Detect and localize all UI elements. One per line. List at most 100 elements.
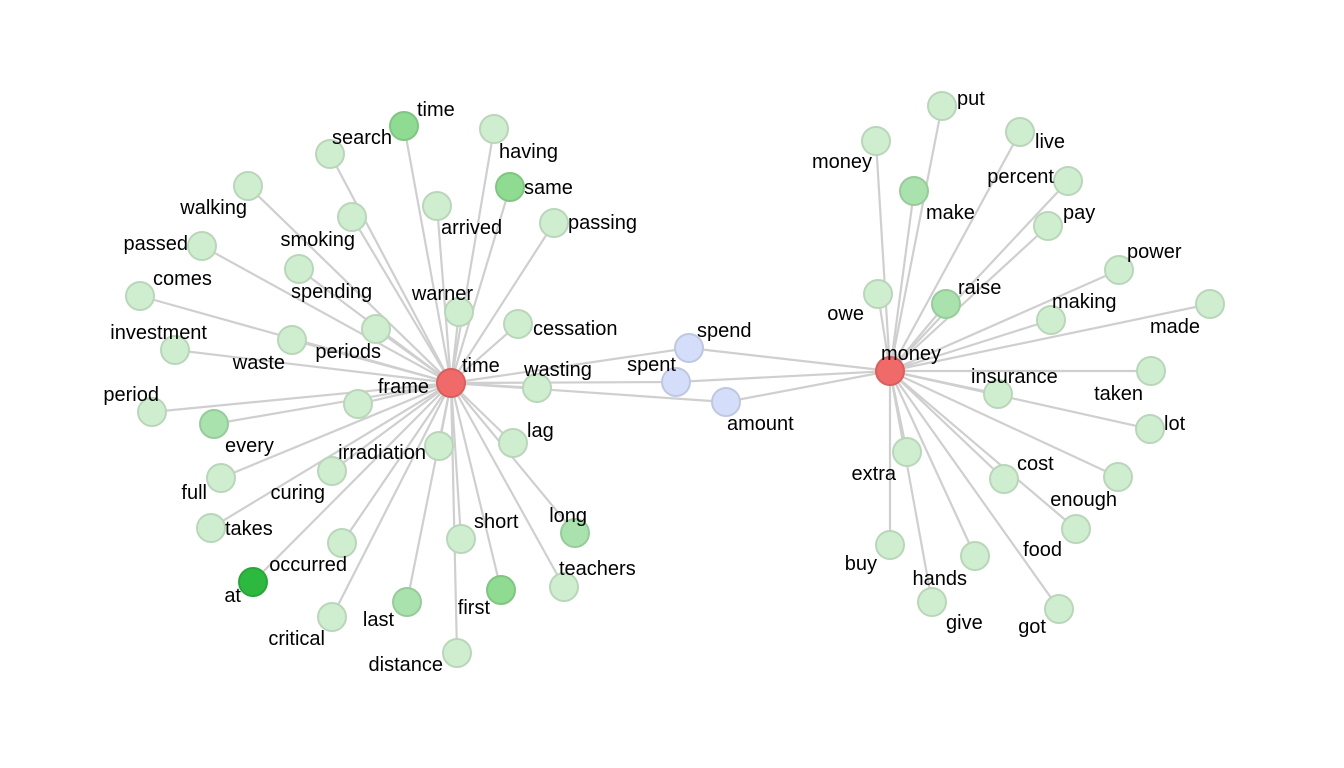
word-node-time-full[interactable]	[206, 463, 236, 493]
word-label-time-frame: frame	[378, 376, 429, 398]
word-node-time-warner[interactable]	[444, 297, 474, 327]
word-node-money-made[interactable]	[1195, 289, 1225, 319]
word-label-time-curing: curing	[271, 482, 325, 504]
edge-time-full	[220, 381, 452, 480]
word-label-time-distance: distance	[369, 654, 444, 676]
edge-time-amount	[450, 381, 727, 404]
bridge-label-amount: amount	[727, 413, 794, 435]
word-node-time-having[interactable]	[479, 114, 509, 144]
edge-money-making	[889, 318, 1052, 373]
word-node-time-passed[interactable]	[187, 231, 217, 261]
word-node-money-put[interactable]	[927, 91, 957, 121]
word-node-money-pay[interactable]	[1033, 211, 1063, 241]
edge-time-teachers	[450, 382, 565, 588]
bridge-node-spend[interactable]	[674, 333, 704, 363]
word-node-time-same[interactable]	[495, 172, 525, 202]
word-node-money-live[interactable]	[1005, 117, 1035, 147]
edge-money-enough	[889, 370, 1119, 478]
word-node-money-making[interactable]	[1036, 305, 1066, 335]
word-label-money-cost: cost	[1017, 453, 1054, 475]
edge-money-give	[888, 370, 934, 603]
edge-time-smoking	[351, 216, 452, 384]
hub-label-time: time	[462, 355, 500, 377]
edge-money-hands	[889, 370, 976, 557]
word-node-time-cessation[interactable]	[503, 309, 533, 339]
edge-time-occurred	[341, 382, 452, 544]
word-node-time-passing[interactable]	[539, 208, 569, 238]
word-node-time-curing[interactable]	[317, 456, 347, 486]
word-node-money-extra[interactable]	[892, 437, 922, 467]
edge-money-pay	[889, 225, 1049, 372]
word-node-money-insurance[interactable]	[983, 379, 1013, 409]
word-label-time-smoking: smoking	[281, 229, 355, 251]
word-node-money-power[interactable]	[1104, 255, 1134, 285]
word-node-time-smoking[interactable]	[337, 202, 367, 232]
word-label-money-enough: enough	[1050, 489, 1117, 511]
word-label-money-raise: raise	[958, 277, 1001, 299]
word-node-time-arrived[interactable]	[422, 191, 452, 221]
word-node-money-enough[interactable]	[1103, 462, 1133, 492]
edge-money-make	[888, 190, 916, 372]
word-node-time-last[interactable]	[392, 587, 422, 617]
word-node-time-occurred[interactable]	[327, 528, 357, 558]
word-node-time-walking[interactable]	[233, 171, 263, 201]
word-label-money-got: got	[1018, 616, 1046, 638]
edge-money-spend	[688, 346, 891, 373]
bridge-node-spent[interactable]	[661, 367, 691, 397]
edge-layer	[139, 105, 1211, 654]
word-node-money-got[interactable]	[1044, 594, 1074, 624]
word-node-money-lot[interactable]	[1135, 414, 1165, 444]
word-node-time-takes[interactable]	[196, 513, 226, 543]
word-node-money-buy[interactable]	[875, 530, 905, 560]
word-node-time-comes[interactable]	[125, 281, 155, 311]
word-node-money-give[interactable]	[917, 587, 947, 617]
word-node-time-distance[interactable]	[442, 638, 472, 668]
word-node-time-waste[interactable]	[277, 325, 307, 355]
word-node-time-every[interactable]	[199, 409, 229, 439]
word-label-time-having: having	[499, 141, 558, 163]
word-label-time-long: long	[549, 505, 587, 527]
word-node-time-time[interactable]	[389, 111, 419, 141]
word-node-money-food[interactable]	[1061, 514, 1091, 544]
word-label-money-hands: hands	[913, 568, 968, 590]
word-node-money-money[interactable]	[861, 126, 891, 156]
edge-time-investment	[174, 348, 452, 385]
word-node-money-hands[interactable]	[960, 541, 990, 571]
word-node-money-taken[interactable]	[1136, 356, 1166, 386]
word-node-time-irradiation[interactable]	[424, 431, 454, 461]
word-label-time-waste: waste	[232, 352, 285, 374]
word-label-time-short: short	[474, 511, 519, 533]
word-node-money-percent[interactable]	[1053, 166, 1083, 196]
hub-node-money[interactable]	[875, 356, 905, 386]
word-node-time-investment[interactable]	[160, 335, 190, 365]
word-node-time-wasting[interactable]	[522, 373, 552, 403]
word-node-time-at[interactable]	[238, 567, 268, 597]
word-node-money-raise[interactable]	[931, 289, 961, 319]
edge-time-same	[449, 186, 512, 384]
word-node-money-owe[interactable]	[863, 279, 893, 309]
word-node-time-lag[interactable]	[498, 428, 528, 458]
edge-money-spent	[675, 369, 891, 384]
word-node-time-teachers[interactable]	[549, 572, 579, 602]
word-node-time-periods[interactable]	[361, 314, 391, 344]
word-node-money-cost[interactable]	[989, 464, 1019, 494]
word-node-time-critical[interactable]	[317, 602, 347, 632]
word-node-time-search[interactable]	[315, 139, 345, 169]
word-node-time-spending[interactable]	[284, 254, 314, 284]
word-node-time-long[interactable]	[560, 518, 590, 548]
word-node-time-frame[interactable]	[343, 389, 373, 419]
hub-node-time[interactable]	[436, 368, 466, 398]
edge-time-last	[405, 382, 453, 603]
word-node-money-make[interactable]	[899, 176, 929, 206]
word-node-time-first[interactable]	[486, 575, 516, 605]
bridge-node-amount[interactable]	[711, 387, 741, 417]
word-label-money-insurance: insurance	[971, 366, 1058, 388]
edge-time-passed	[201, 245, 452, 384]
edge-money-made	[889, 302, 1211, 373]
word-node-time-period[interactable]	[137, 397, 167, 427]
edge-money-put	[888, 105, 944, 372]
word-label-money-make: make	[926, 202, 975, 224]
node-layer	[125, 91, 1225, 668]
word-node-time-short[interactable]	[446, 524, 476, 554]
word-label-time-investment: investment	[110, 322, 207, 344]
